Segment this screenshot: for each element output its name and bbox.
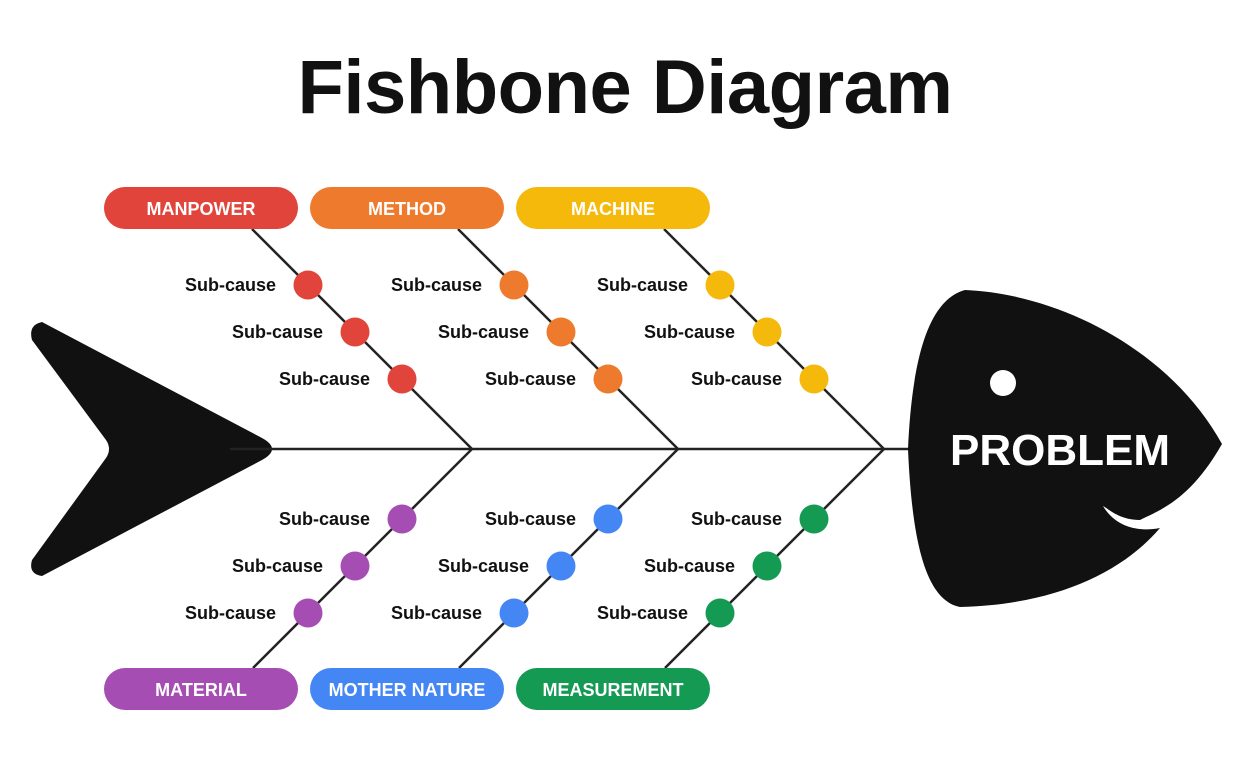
- sub-cause-label: Sub-cause: [485, 509, 576, 529]
- fish-eye: [990, 370, 1016, 396]
- sub-cause-node: [593, 364, 623, 394]
- bones-group: Sub-causeSub-causeSub-causeMANPOWERSub-c…: [104, 187, 885, 710]
- page-title: Fishbone Diagram: [297, 45, 954, 130]
- sub-cause-node: [340, 317, 370, 347]
- category-pill-measurement: [516, 668, 710, 710]
- category-pill-method: [310, 187, 504, 229]
- sub-cause-node: [293, 598, 323, 628]
- sub-cause-node: [387, 504, 417, 534]
- sub-cause-node: [799, 504, 829, 534]
- category-label: MANPOWER: [147, 199, 256, 219]
- category-label: MEASUREMENT: [542, 680, 683, 700]
- category-label: MACHINE: [571, 199, 655, 219]
- fish-head: [908, 290, 1222, 607]
- sub-cause-node: [705, 598, 735, 628]
- sub-cause-label: Sub-cause: [279, 509, 370, 529]
- category-pill-material: [104, 668, 298, 710]
- sub-cause-label: Sub-cause: [438, 556, 529, 576]
- category-pill-machine: [516, 187, 710, 229]
- sub-cause-label: Sub-cause: [391, 603, 482, 623]
- sub-cause-label: Sub-cause: [279, 369, 370, 389]
- sub-cause-node: [593, 504, 623, 534]
- sub-cause-label: Sub-cause: [391, 275, 482, 295]
- sub-cause-label: Sub-cause: [597, 603, 688, 623]
- fish-tail: [31, 322, 272, 576]
- sub-cause-node: [705, 270, 735, 300]
- sub-cause-label: Sub-cause: [185, 603, 276, 623]
- sub-cause-label: Sub-cause: [185, 275, 276, 295]
- problem-label: PROBLEM: [950, 426, 1170, 475]
- sub-cause-node: [752, 317, 782, 347]
- sub-cause-label: Sub-cause: [644, 322, 735, 342]
- sub-cause-node: [546, 551, 576, 581]
- sub-cause-node: [499, 270, 529, 300]
- sub-cause-label: Sub-cause: [691, 509, 782, 529]
- sub-cause-node: [499, 598, 529, 628]
- sub-cause-label: Sub-cause: [232, 556, 323, 576]
- category-label: MATERIAL: [155, 680, 247, 700]
- sub-cause-node: [752, 551, 782, 581]
- sub-cause-node: [387, 364, 417, 394]
- sub-cause-node: [546, 317, 576, 347]
- sub-cause-label: Sub-cause: [232, 322, 323, 342]
- category-pill-manpower: [104, 187, 298, 229]
- sub-cause-node: [293, 270, 323, 300]
- sub-cause-label: Sub-cause: [644, 556, 735, 576]
- sub-cause-node: [799, 364, 829, 394]
- category-label: METHOD: [368, 199, 446, 219]
- sub-cause-label: Sub-cause: [597, 275, 688, 295]
- category-label: MOTHER NATURE: [329, 680, 486, 700]
- sub-cause-label: Sub-cause: [691, 369, 782, 389]
- sub-cause-label: Sub-cause: [438, 322, 529, 342]
- sub-cause-node: [340, 551, 370, 581]
- sub-cause-label: Sub-cause: [485, 369, 576, 389]
- category-pill-mother-nature: [310, 668, 504, 710]
